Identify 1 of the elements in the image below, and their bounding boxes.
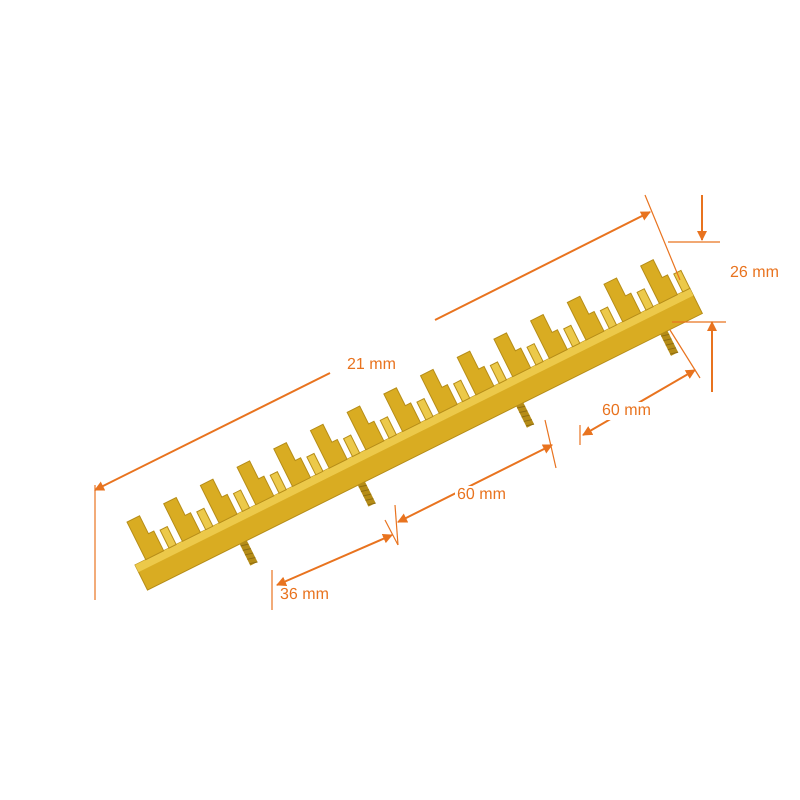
dimension-label: 60 mm — [600, 402, 653, 420]
